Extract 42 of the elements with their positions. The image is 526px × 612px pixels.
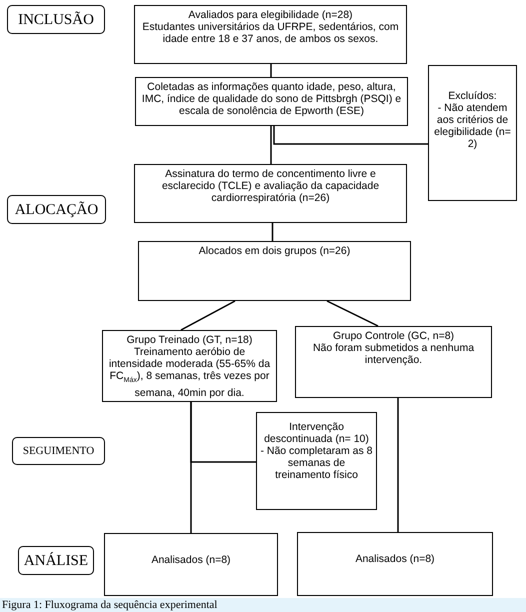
connector-line [326,300,378,327]
box-text: - Não atendem aos critérios de elegibilidade (n= 2) [433,102,512,150]
stage-label-box [18,546,94,575]
stage-label-box [12,437,105,465]
process-box [256,412,377,510]
process-box [135,77,408,126]
box-heading: Excluídos: [447,90,498,102]
box-text: Não foram submetidos a nenhuma intervenção. [312,342,476,366]
process-box [104,533,278,596]
figure-caption: Figura 1: Fluxograma da sequência experimental [0,598,526,612]
connector-line [272,223,274,241]
stage-label: ANÁLISE [24,554,88,566]
box-heading: Grupo Treinado (GT, n=18) [126,334,254,346]
connector-line [180,300,236,331]
stage-label-box [7,5,105,34]
connector-line [270,64,272,77]
box-heading: Avaliados para elegibilidade (n=28) [187,9,354,21]
box-text: Analisados (n=8) [354,553,436,565]
stage-label: ALOCAÇÃO [14,204,98,216]
process-box [134,5,407,64]
box-text: Estudantes universitários da UFRPE, sedentários, com idade entre 18 e 37 anos, de ambos os sexos. [141,21,400,45]
stage-label: SEGUIMENTO [22,445,94,457]
box-text: - Não completaram as 8 semanas de treinamento físico [260,445,373,481]
process-box [295,326,492,398]
box-text: Assinatura do termo de concentimento livre e esclarecido (TCLE) e avaliação da capacidade cardiorrespiratória (n=26) [160,168,380,204]
box-heading: Intervenção descontinuada (n= 10) [263,421,370,445]
connector-line [273,126,428,145]
process-box [297,532,493,596]
process-box [138,241,411,301]
connector-line [270,126,272,164]
box-text: Treinamento aeróbio de intensidade moderada (55-65% da FC$_{Máx}$), 8 semanas, três vezes por semana, 40min por dia. [108,346,272,400]
process-box [102,330,277,402]
box-text: Alocados em dois grupos (n=26) [198,245,352,257]
box-text: Coletadas as informações quanto idade, peso, altura, IMC, índice de qualidade do sono de Pittsbrgh (PSQI) e escala de sonolência de Epworth (ESE) [140,81,402,117]
process-box [134,164,407,223]
stage-label: INCLUSÃO [18,14,94,26]
stage-label-box [7,195,106,224]
box-text: Analisados (n=8) [150,554,232,566]
process-box [428,65,517,201]
box-heading: Grupo Controle (GC, n=8) [332,330,456,342]
connector-line [190,402,256,463]
connector-line [397,398,399,532]
